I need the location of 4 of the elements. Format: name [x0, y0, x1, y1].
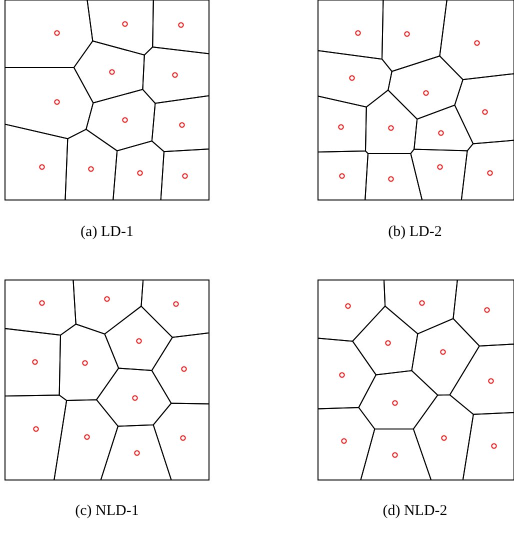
caption: (c) NLD-1 [75, 503, 139, 520]
caption: (d) NLD-2 [382, 503, 448, 520]
caption: (b) LD-2 [388, 224, 442, 241]
caption: (a) LD-1 [80, 224, 134, 241]
